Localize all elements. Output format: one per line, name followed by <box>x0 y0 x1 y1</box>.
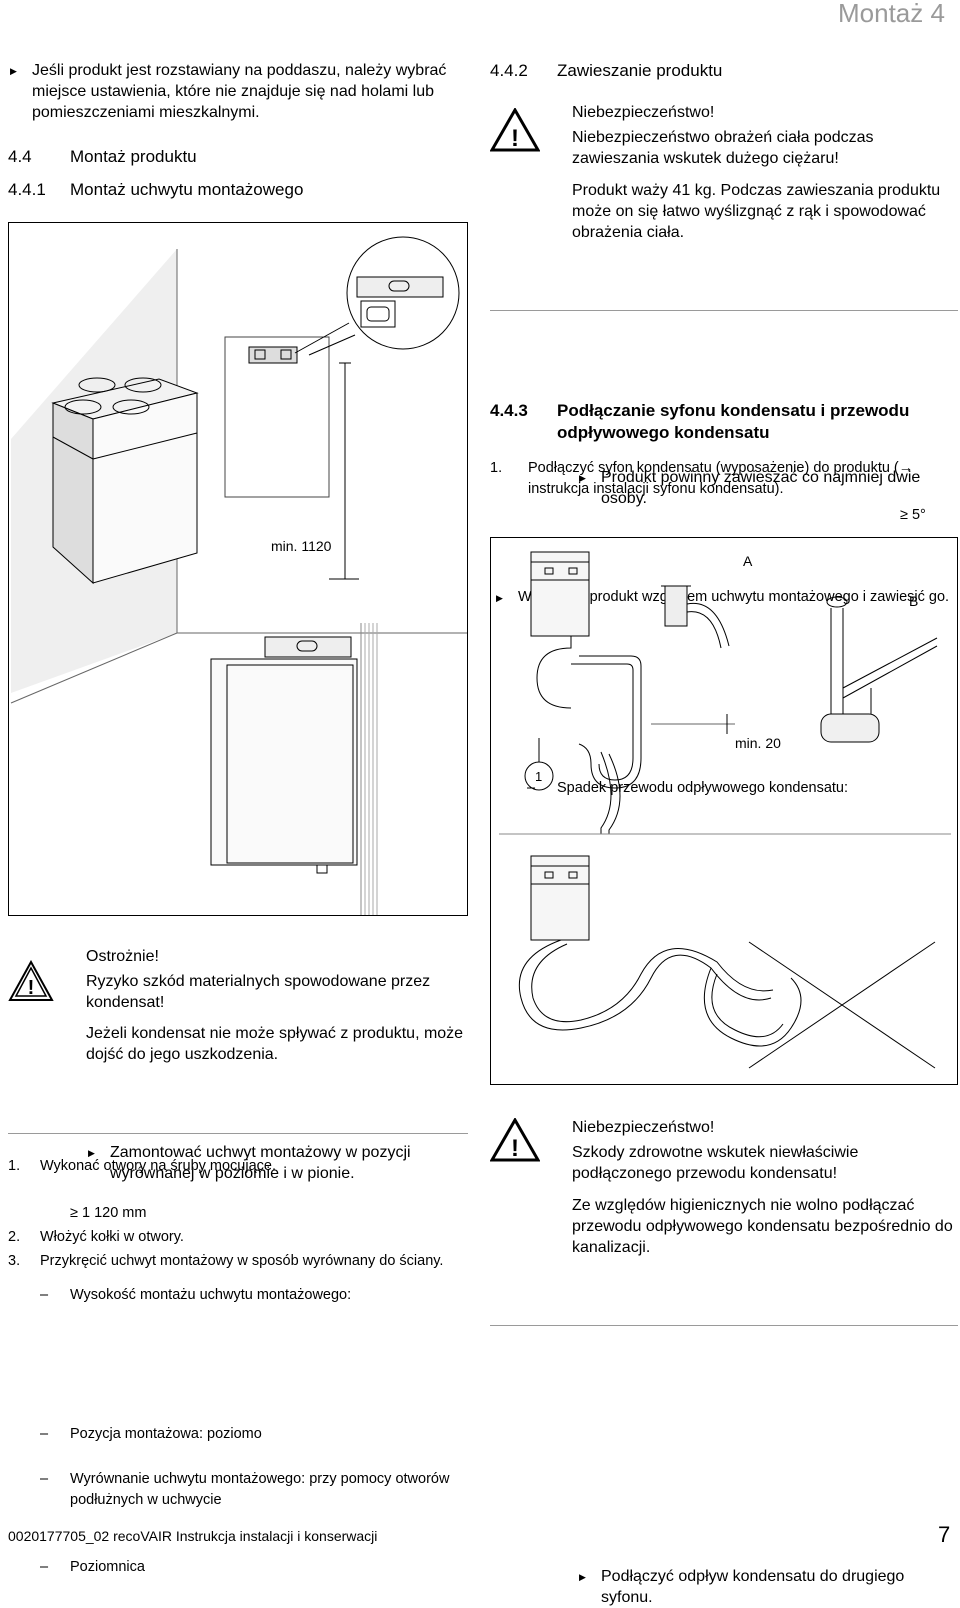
section-4-4-3-title: Podłączanie syfonu kondensatu i przewodu… <box>557 401 910 442</box>
svg-text:!: ! <box>511 125 519 152</box>
page-number: 7 <box>938 1522 951 1547</box>
step-3-number: 3. <box>8 1253 21 1269</box>
siphon-illustration: A B 1 min. 20 <box>499 551 951 1069</box>
mounting-illustration: min. 1120 <box>10 236 467 915</box>
danger-subtitle: Niebezpieczeństwo obrażeń ciała podczas … <box>572 129 874 167</box>
step-1-sub-value: ≥ 1 120 mm <box>70 1205 147 1221</box>
danger-2-body: Ze względów higienicznych nie wolno podł… <box>572 1197 953 1256</box>
caution-title: Ostrożnie! <box>86 948 159 965</box>
attic-bullet: Jeśli produkt jest rozstawiany na poddas… <box>10 60 452 123</box>
svg-text:!: ! <box>511 1135 519 1162</box>
danger-2-title: Niebezpieczeństwo! <box>572 1119 715 1136</box>
danger-body: Produkt waży 41 kg. Podczas zawieszania … <box>572 182 941 241</box>
section-4-4-2-title: Zawieszanie produktu <box>557 61 723 80</box>
caution-bullet: Zamontować uchwyt montażowy w pozycji wy… <box>88 1142 466 1184</box>
step-2-text: Włożyć kołki w otwory. <box>40 1229 184 1245</box>
section-4-4-number: 4.4 <box>8 147 32 166</box>
chapter-title: Montaż 4 <box>838 0 945 28</box>
siphon-figure: A B 1 min. 20 <box>490 537 958 1085</box>
caution-subtitle: Ryzyko szkód materialnych spowodowane pr… <box>86 973 431 1011</box>
caution-icon: ! <box>8 959 58 1010</box>
danger-icon: ! <box>489 106 541 158</box>
section-4-4-2-number: 4.4.2 <box>490 61 528 80</box>
cond-step-1-number: 1. <box>490 460 503 476</box>
min-1120-label: min. 1120 <box>271 538 332 554</box>
danger-bullet: Produkt powinny zawieszać co najmniej dw… <box>579 467 957 509</box>
divider <box>8 1133 468 1134</box>
min-20-label: min. 20 <box>735 735 781 751</box>
footer-document: 0020177705_02 recoVAIR Instrukcja instal… <box>8 1528 378 1544</box>
divider <box>490 310 958 311</box>
step-3-sub-b: Wyrównanie uchwytu montażowego: przy pom… <box>40 1469 470 1511</box>
section-4-4-3-number: 4.4.3 <box>490 401 528 420</box>
step-1-text: Wykonać otwory na śruby mocujące. <box>40 1158 276 1174</box>
caution-body: Jeżeli kondensat nie może spływać z prod… <box>86 1025 464 1063</box>
danger-2-subtitle: Szkody zdrowotne wskutek niewłaściwie po… <box>572 1144 859 1182</box>
label-a: A <box>743 553 753 569</box>
section-4-4-title: Montaż produktu <box>70 147 197 166</box>
label-b: B <box>909 593 918 609</box>
cond-step-1-text: Podłączyć syfon kondensatu (wyposażenie)… <box>528 460 914 497</box>
cond-step-1-value: ≥ 5° <box>900 507 926 523</box>
label-1: 1 <box>535 769 542 784</box>
section-4-4-1-title: Montaż uchwytu montażowego <box>70 180 304 199</box>
danger-title: Niebezpieczeństwo! <box>572 104 715 121</box>
step-2-number: 2. <box>8 1229 21 1245</box>
section-4-4-1-number: 4.4.1 <box>8 180 46 199</box>
danger-2-icon: ! <box>489 1116 541 1168</box>
step-3-text: Przykręcić uchwyt montażowy w sposób wyr… <box>40 1253 444 1269</box>
step-3-sub-a: Pozycja montażowa: poziomo <box>40 1424 960 1445</box>
divider <box>490 1325 958 1326</box>
step-1-sub: Wysokość montażu uchwytu montażowego: <box>40 1285 960 1306</box>
step-1-number: 1. <box>8 1158 21 1174</box>
svg-text:!: ! <box>28 977 35 999</box>
mounting-figure: min. 1120 <box>8 222 468 916</box>
align-bullet: Wyrównać produkt względem uchwytu montaż… <box>496 587 958 609</box>
danger-2-bullet: Podłączyć odpływ kondensatu do drugiego … <box>579 1566 957 1608</box>
